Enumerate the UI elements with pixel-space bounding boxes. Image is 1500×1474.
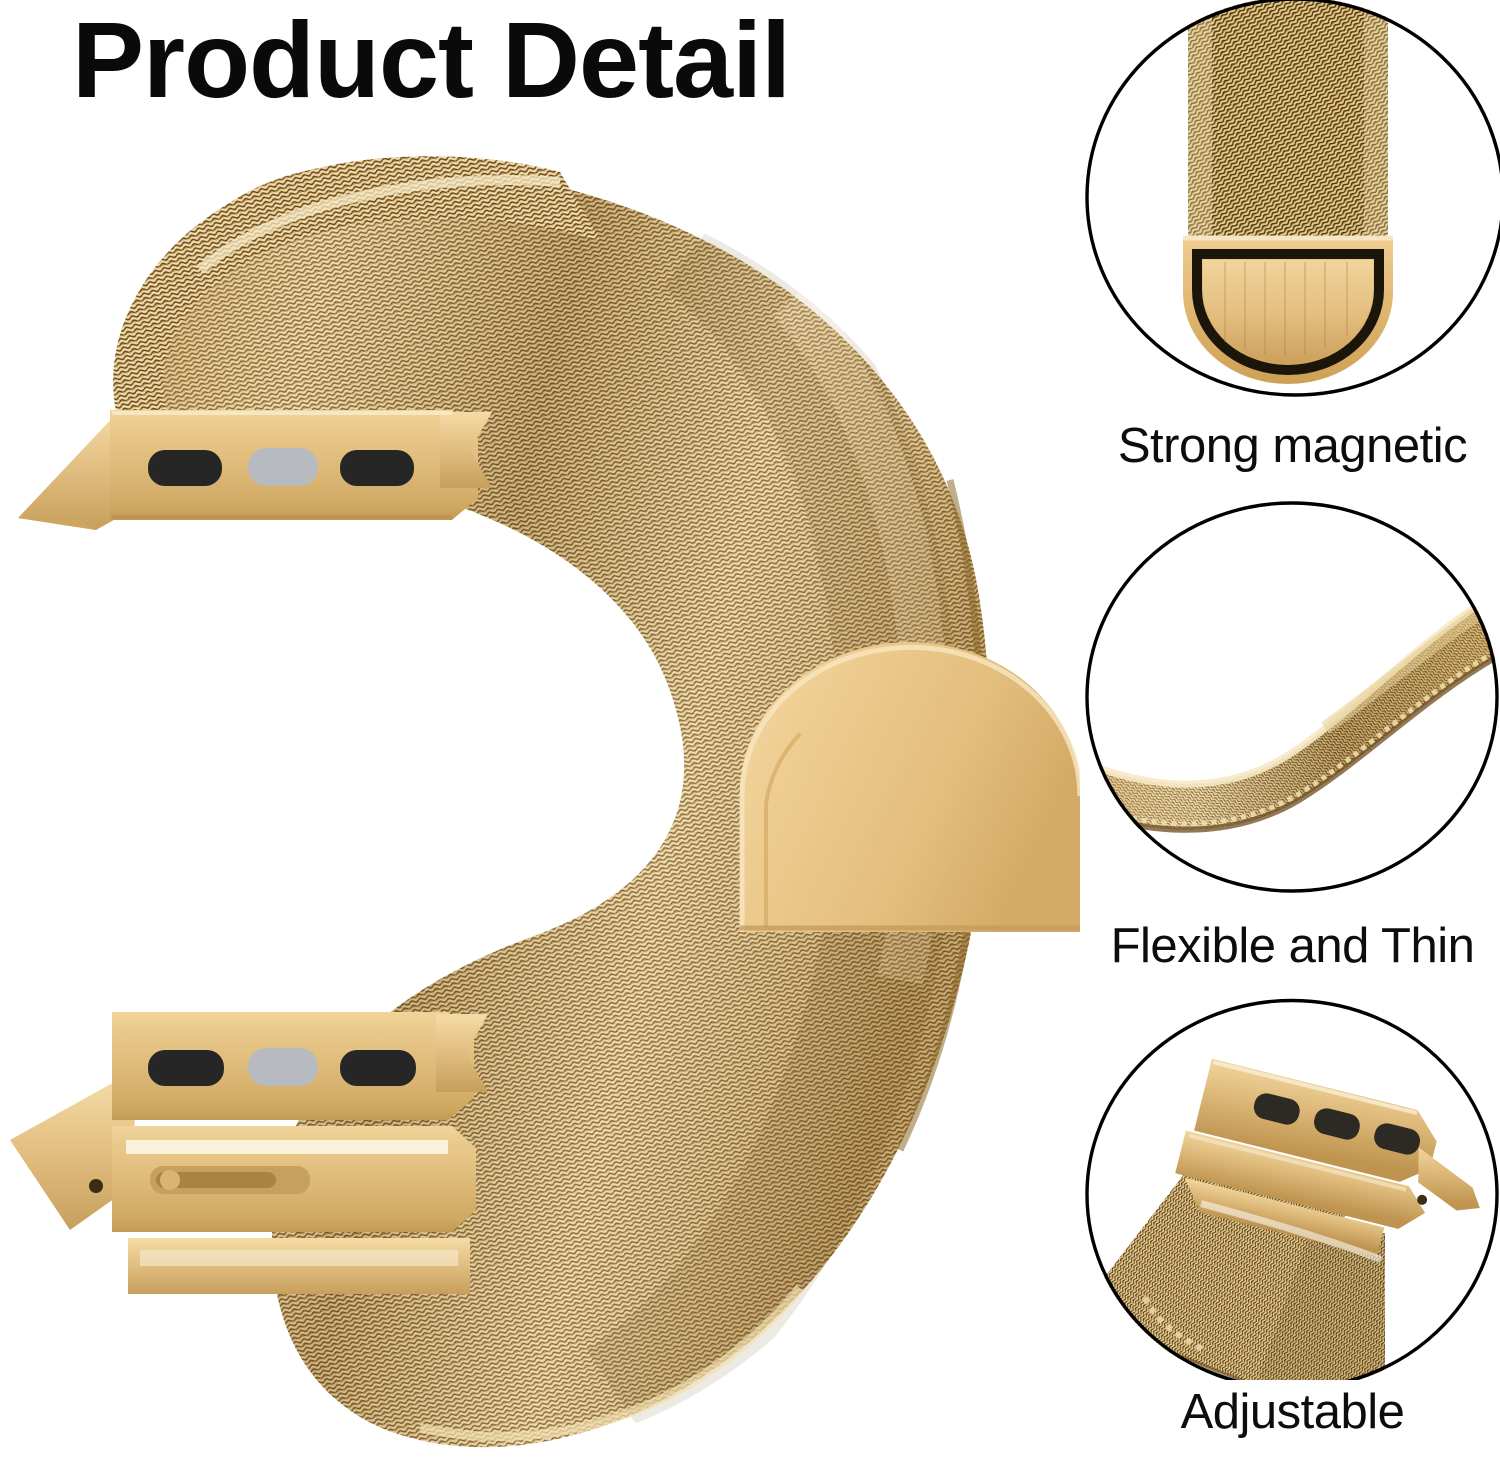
flexible-mesh-icon [1085,492,1500,912]
magnetic-clasp-icon [1085,0,1500,412]
lug-slot-dark-left-2 [148,1050,224,1086]
bottom-lug-connector [10,1012,488,1294]
lug-connector-icon [1085,985,1500,1380]
main-product-image [0,120,1080,1474]
lug-slot-light-center-2 [248,1048,318,1086]
page-title: Product Detail [72,0,791,120]
detail-label-flexible-and-thin: Flexible and Thin [1110,919,1475,973]
detail-card-adjustable: Adjustable [1085,985,1500,1474]
lug-slot-light-center [248,448,318,486]
lug-slot-dark-right [340,450,414,486]
detail-label-adjustable: Adjustable [1180,1385,1405,1439]
detail-circle-outline [1085,501,1499,893]
top-lug-connector [18,410,492,530]
milanese-loop-band-illustration [10,156,1080,1450]
lug-slot-dark-left [148,450,222,486]
lug-slot-dark-right-2 [340,1050,416,1086]
magnetic-clasp [739,642,1080,932]
detail-label-strong-magnetic: Strong magnetic [1117,419,1468,473]
detail-circle-outline [1085,0,1500,397]
detail-circle-outline [1085,998,1499,1380]
detail-card-strong-magnetic: Strong magnetic [1085,0,1500,492]
spring-bar [150,1166,310,1194]
detail-card-flexible-and-thin: Flexible and Thin [1085,492,1500,992]
